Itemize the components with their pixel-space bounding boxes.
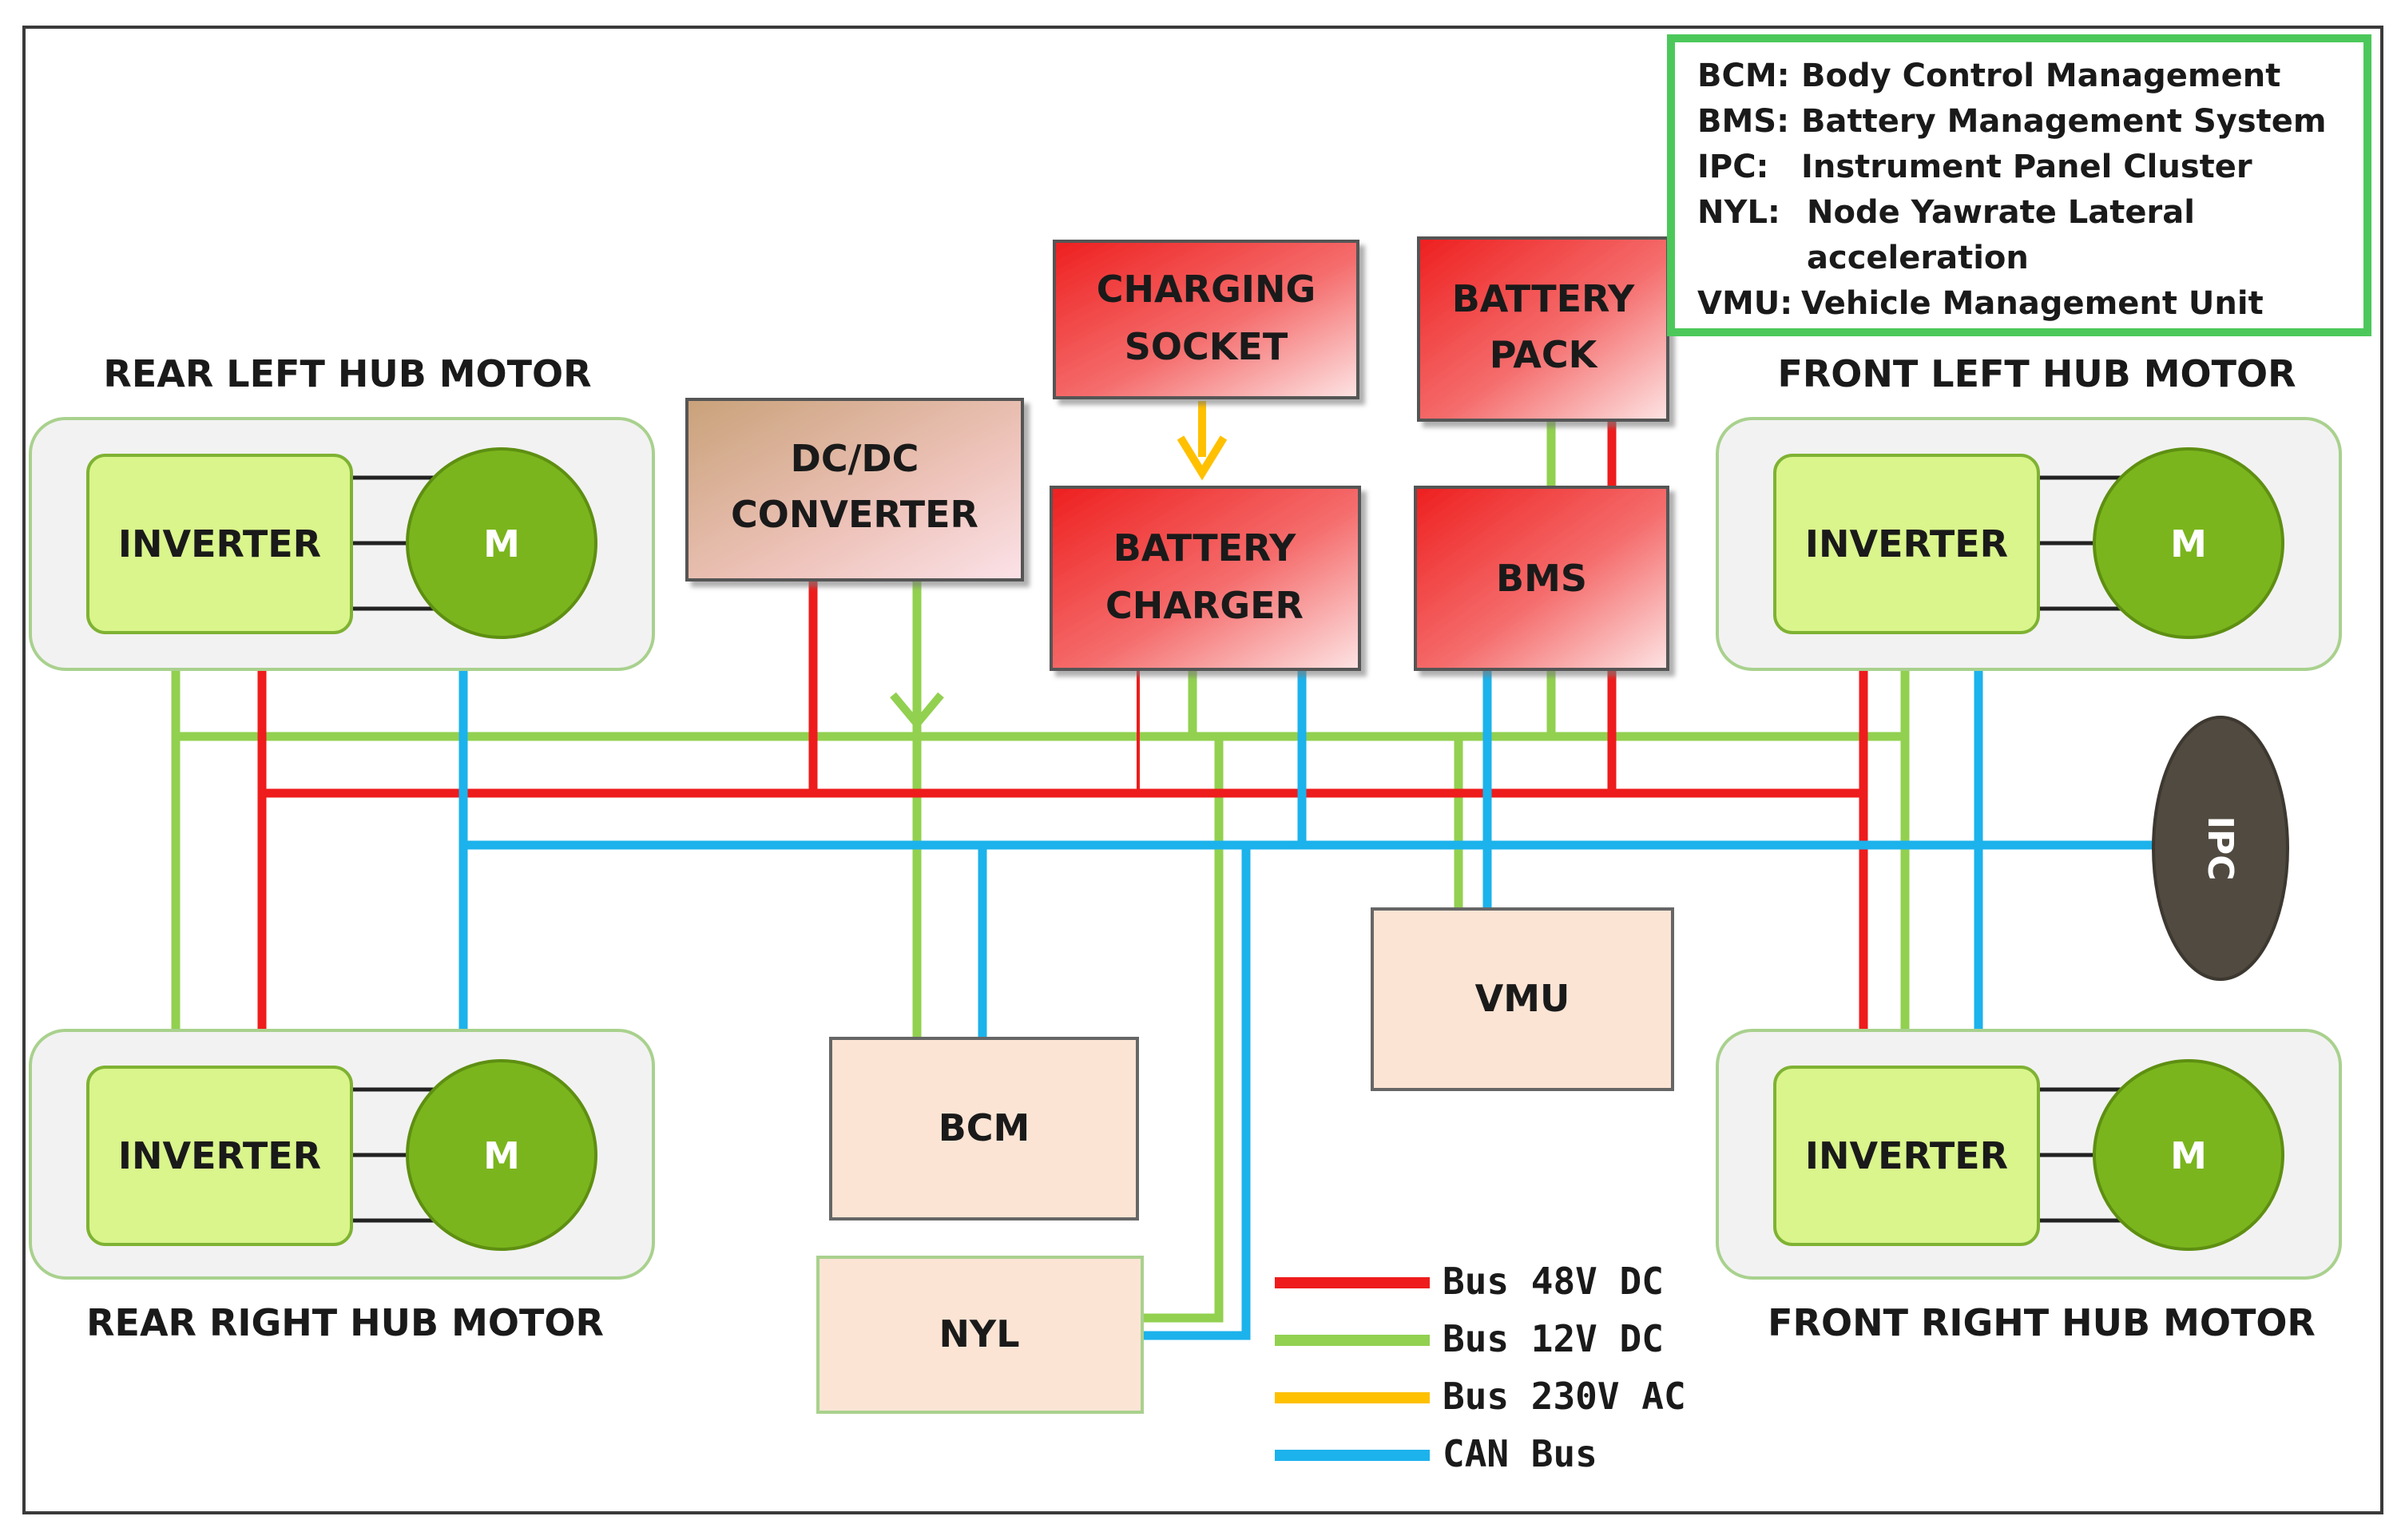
rear-left-hub-motor: REAR LEFT HUB MOTOR INVERTER M [29, 352, 655, 671]
nyl: NYL [816, 1256, 1144, 1414]
rear-left-inverter-label: INVERTER [118, 522, 321, 566]
battery-pack-box [1417, 236, 1669, 422]
front-left-motor-icon [2093, 447, 2284, 639]
ipc-label: IPC [2200, 816, 2240, 881]
front-right-hub-motor: INVERTER M FRONT RIGHT HUB MOTOR [1716, 1029, 2342, 1344]
glossary-definition: Instrument Panel Cluster [1801, 149, 2252, 185]
wire-can-nyl [1142, 845, 1251, 1340]
battery-charger: BATTERY CHARGER [1050, 486, 1361, 671]
legend-label: Bus 230V AC [1443, 1375, 1686, 1418]
front-right-motor-label: M [2170, 1134, 2207, 1177]
bcm: BCM [829, 1037, 1139, 1220]
charging-socket-line2: SOCKET [1125, 325, 1288, 368]
legend-rows: Bus 48V DC Bus 12V DC Bus 230V AC CAN Bus [1275, 1260, 1686, 1475]
wire-12v-nyl [1142, 736, 1224, 1323]
battery-pack: BATTERY PACK [1417, 236, 1669, 422]
bus-48v-wires [257, 420, 1868, 1070]
vmu: VMU [1371, 907, 1674, 1091]
glossary-definition: acceleration [1807, 240, 2029, 276]
dcdc-label-line2: CONVERTER [731, 493, 978, 536]
front-left-motor-label: M [2170, 522, 2207, 566]
charging-socket-line1: CHARGING [1097, 268, 1316, 311]
bcm-label: BCM [939, 1106, 1030, 1149]
bms-box [1414, 486, 1669, 671]
glossary-abbr: BCM: [1697, 58, 1790, 94]
battery-pack-line2: PACK [1490, 333, 1599, 376]
rear-right-motor-label: M [483, 1134, 520, 1177]
dcdc-label-line1: DC/DC [791, 437, 919, 480]
nyl-box [816, 1256, 1144, 1414]
rear-right-hub-motor: INVERTER M REAR RIGHT HUB MOTOR [29, 1029, 655, 1344]
front-left-hub-motor-title: FRONT LEFT HUB MOTOR [1777, 352, 2296, 395]
charging-socket-box [1053, 240, 1359, 399]
rear-right-inverter [86, 1066, 353, 1246]
arrow-12v-dcdc-icon [890, 692, 944, 730]
nyl-label: NYL [939, 1312, 1019, 1355]
can-bus-wires [458, 639, 2155, 1340]
vmu-label: VMU [1475, 977, 1570, 1020]
bms: BMS [1414, 486, 1669, 671]
rear-right-motor-icon [406, 1059, 597, 1251]
glossary-abbr: IPC: [1697, 149, 1769, 185]
front-right-hub-motor-title: FRONT RIGHT HUB MOTOR [1768, 1301, 2316, 1344]
glossary-definition: Body Control Management [1801, 58, 2280, 94]
ipc-shape [2152, 716, 2289, 981]
rear-left-motor-icon [406, 447, 597, 639]
front-right-motor-icon [2093, 1059, 2284, 1251]
ipc: IPC [2152, 716, 2289, 981]
glossary-abbr: BMS: [1697, 103, 1789, 140]
bcm-box [829, 1037, 1139, 1220]
battery-charger-line1: BATTERY [1113, 526, 1296, 570]
glossary-box [1667, 34, 2371, 336]
rear-left-motor-label: M [483, 522, 520, 566]
dcdc-converter: DC/DC CONVERTER [685, 398, 1024, 581]
legend-label: CAN Bus [1443, 1432, 1597, 1475]
legend-label: Bus 48V DC [1443, 1260, 1664, 1303]
glossary-definition: Vehicle Management Unit [1801, 285, 2264, 322]
rear-right-inverter-label: INVERTER [118, 1134, 321, 1177]
legend-label: Bus 12V DC [1443, 1317, 1664, 1360]
front-left-inverter [1773, 454, 2040, 634]
rear-left-hub-motor-title: REAR LEFT HUB MOTOR [103, 352, 591, 395]
battery-charger-box [1050, 486, 1361, 671]
vmu-box [1371, 907, 1674, 1091]
bms-label: BMS [1496, 557, 1587, 600]
glossary-definition: Node Yawrate Lateral [1807, 194, 2195, 231]
wires [171, 401, 2155, 1340]
charging-socket: CHARGING SOCKET [1053, 240, 1359, 399]
arrow-230v-icon [1177, 435, 1228, 481]
front-left-inverter-label: INVERTER [1805, 522, 2008, 566]
front-left-hub-motor: FRONT LEFT HUB MOTOR INVERTER M [1716, 352, 2342, 671]
glossary-abbr: VMU: [1697, 285, 1792, 322]
glossary-abbr: NYL: [1697, 194, 1780, 231]
legend: Bus 48V DC Bus 12V DC Bus 230V AC CAN Bus [1275, 1260, 1686, 1475]
glossary-definition: Battery Management System [1801, 103, 2327, 140]
battery-charger-line2: CHARGER [1105, 584, 1304, 627]
front-right-inverter-label: INVERTER [1805, 1134, 2008, 1177]
front-right-inverter [1773, 1066, 2040, 1246]
rear-right-hub-motor-title: REAR RIGHT HUB MOTOR [86, 1301, 604, 1344]
dcdc-converter-box [685, 398, 1024, 581]
rear-left-inverter [86, 454, 353, 634]
battery-pack-line1: BATTERY [1452, 277, 1635, 320]
